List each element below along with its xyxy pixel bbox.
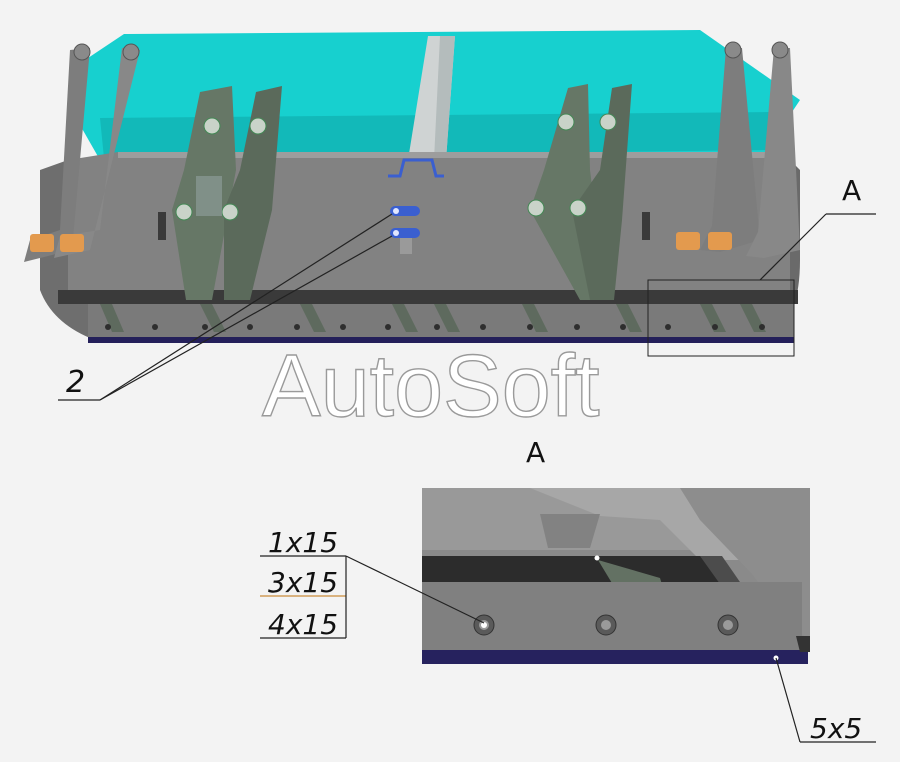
detail-cutting-edge xyxy=(422,650,808,664)
left-mount-plates xyxy=(172,86,282,300)
weld-spec-2: 3x15 xyxy=(268,566,338,599)
bushing-right-1 xyxy=(676,232,700,250)
right-slot xyxy=(642,212,650,240)
bushing-left-2 xyxy=(60,234,84,252)
weld-spec-1: 1x15 xyxy=(268,526,338,559)
view-label-a-top: A xyxy=(842,174,861,207)
view-label-a-detail: A xyxy=(526,436,545,469)
watermark-text: AutoSoft xyxy=(262,336,600,435)
detail-dark-band xyxy=(422,556,722,582)
lower-gussets xyxy=(100,304,766,332)
bushing-left-1 xyxy=(30,234,54,252)
bolt-holes-row xyxy=(105,324,765,330)
detail-view-a xyxy=(422,488,810,664)
left-slot xyxy=(158,212,166,240)
detail-a-frame xyxy=(647,279,795,357)
right-mount-plates xyxy=(527,84,632,300)
view-a-leader xyxy=(759,213,876,281)
weld-spec-3: 4x15 xyxy=(268,608,338,641)
right-lift-arms xyxy=(676,41,800,258)
cutting-edge-strip xyxy=(88,337,794,343)
center-bracket-icon xyxy=(388,158,444,178)
weld-spec-leader xyxy=(260,555,485,639)
bushing-right-2 xyxy=(708,232,732,250)
edge-weld-leader xyxy=(775,657,876,743)
bucket-main-view xyxy=(24,30,800,357)
item-2-leaders xyxy=(58,213,393,401)
item-2-label: 2 xyxy=(66,365,85,400)
left-lift-arms xyxy=(24,43,140,262)
weld-spec-edge: 5x5 xyxy=(810,712,862,745)
center-clips xyxy=(390,206,420,254)
